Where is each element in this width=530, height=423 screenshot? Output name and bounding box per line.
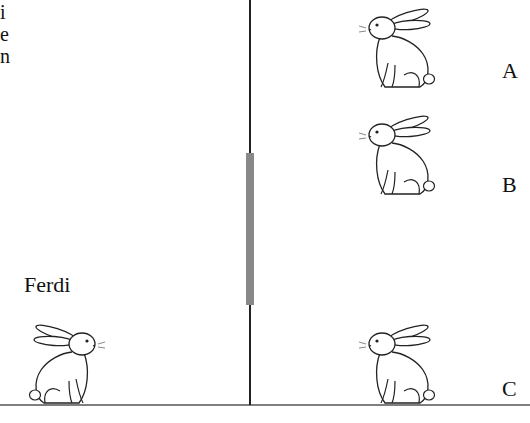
- hare-ferdi: [30, 322, 106, 403]
- hare-a: [359, 6, 435, 87]
- ground-line: [0, 404, 530, 406]
- position-label: C: [502, 378, 517, 400]
- text-fragment: e: [0, 24, 9, 44]
- text-fragment: i: [0, 2, 6, 22]
- hare-b: [359, 113, 435, 194]
- text-fragment: n: [0, 46, 10, 66]
- position-label: B: [502, 174, 517, 196]
- name-label: Ferdi: [24, 274, 70, 296]
- mirror-segment: [246, 153, 254, 305]
- hare-c: [359, 322, 435, 403]
- position-label: A: [502, 60, 518, 82]
